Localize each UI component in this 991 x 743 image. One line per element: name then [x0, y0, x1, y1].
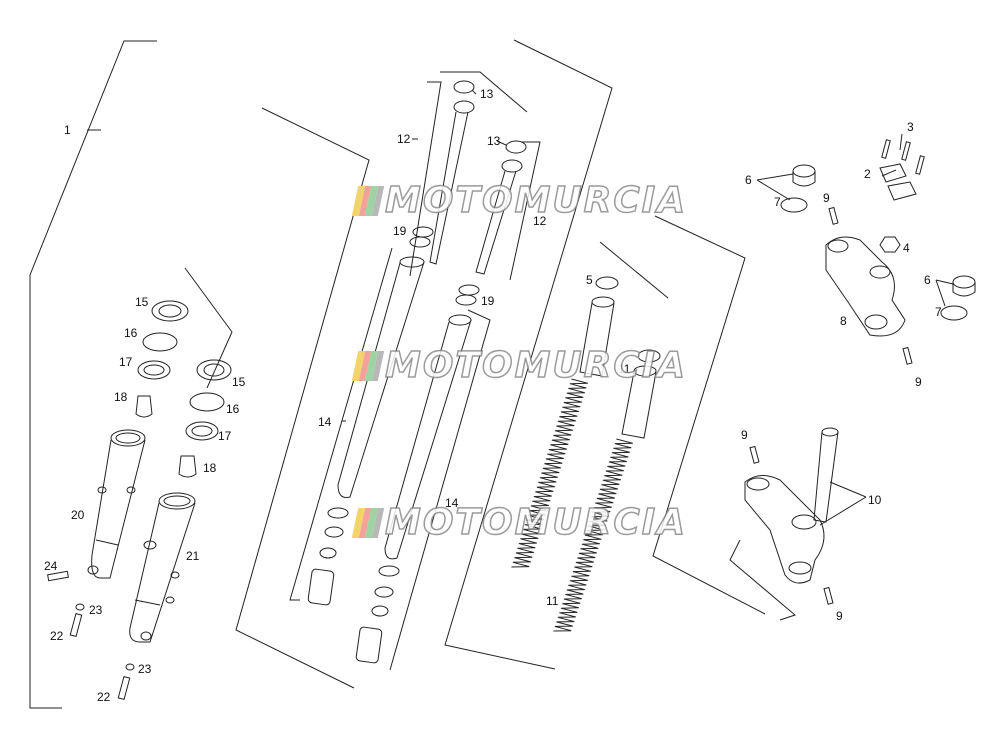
- lower-triple-clamp-10: [744, 427, 839, 584]
- callout-label-6a: 6: [745, 173, 752, 187]
- callout-label-5: 5: [586, 273, 593, 287]
- callout-label-15a: 15: [135, 295, 149, 309]
- callout-label-13b: 13: [487, 134, 501, 148]
- handlebar-clamps-2: [879, 139, 925, 201]
- callout-label-22b: 22: [97, 690, 111, 704]
- upper-triple-clamp-8: [825, 236, 906, 337]
- callout-label-17b: 17: [218, 429, 232, 443]
- callout-label-22a: 22: [50, 629, 64, 643]
- callout-label-19a: 19: [393, 224, 407, 238]
- callout-label-17a: 17: [119, 355, 133, 369]
- bolts-9: [749, 206, 913, 605]
- callout-label-7b: 7: [935, 305, 942, 319]
- callout-label-16a: 16: [124, 326, 138, 340]
- watermark-text: MOTOMURCIA: [384, 344, 688, 387]
- callout-label-13a: 13: [480, 87, 494, 101]
- callout-label-8: 8: [840, 314, 847, 328]
- coil-spring: [553, 438, 633, 632]
- callout-label-9b: 9: [915, 375, 922, 389]
- callout-label-23a: 23: [89, 603, 103, 617]
- watermark-text: MOTOMURCIA: [384, 501, 688, 544]
- callout-label-15b: 15: [232, 375, 246, 389]
- callout-label-3: 3: [907, 120, 914, 134]
- watermark-motomurcia: MOTOMURCIA: [351, 344, 688, 387]
- callout-label-7a: 7: [774, 195, 781, 209]
- bracket-lines: [29, 39, 797, 709]
- watermark-flag-icon: [351, 185, 385, 216]
- watermark-text: MOTOMURCIA: [384, 179, 688, 222]
- callout-label-12b: 12: [533, 214, 547, 228]
- callout-label-18a: 18: [114, 390, 128, 404]
- callout-label-12a: 12: [397, 132, 411, 146]
- callout-label-16b: 16: [226, 402, 240, 416]
- callout-label-14a: 14: [318, 415, 332, 429]
- callout-label-11a: 11: [618, 362, 631, 376]
- watermark-motomurcia: MOTOMURCIA: [351, 501, 688, 544]
- callout-label-1: 1: [64, 123, 71, 137]
- spacer-tubes-5: [579, 276, 661, 439]
- callout-label-18b: 18: [203, 461, 217, 475]
- callout-label-23b: 23: [138, 662, 152, 676]
- watermark-flag-icon: [351, 350, 385, 381]
- callout-label-9a: 9: [823, 191, 830, 205]
- callout-label-24: 24: [44, 559, 58, 573]
- damper-rod-12: [409, 80, 527, 306]
- watermark-motomurcia: MOTOMURCIA: [351, 179, 688, 222]
- fork-slider-left-20: [87, 429, 146, 579]
- callout-label-10: 10: [868, 493, 882, 507]
- callout-label-9c: 9: [741, 428, 748, 442]
- inner-tube-14-right: [384, 314, 472, 560]
- callout-label-19b: 19: [481, 294, 495, 308]
- callout-label-11b: 11: [546, 594, 559, 608]
- caps-6-7: [780, 164, 976, 321]
- callout-label-20: 20: [71, 508, 85, 522]
- callout-label-9d: 9: [836, 609, 843, 623]
- callout-label-2: 2: [864, 167, 871, 181]
- watermark-flag-icon: [351, 507, 385, 538]
- coil-spring: [511, 378, 588, 568]
- bolts-left: [47, 570, 135, 701]
- seal-rings: [135, 300, 232, 478]
- callout-label-21: 21: [186, 549, 200, 563]
- bushings-lower: [307, 507, 400, 664]
- leader-lines: [342, 89, 954, 526]
- fork-slider-right-21: [129, 492, 196, 643]
- callout-label-14b: 14: [445, 496, 459, 510]
- inner-tube-14-left: [337, 256, 425, 498]
- callout-label-4: 4: [903, 241, 910, 255]
- callout-label-6b: 6: [924, 273, 931, 287]
